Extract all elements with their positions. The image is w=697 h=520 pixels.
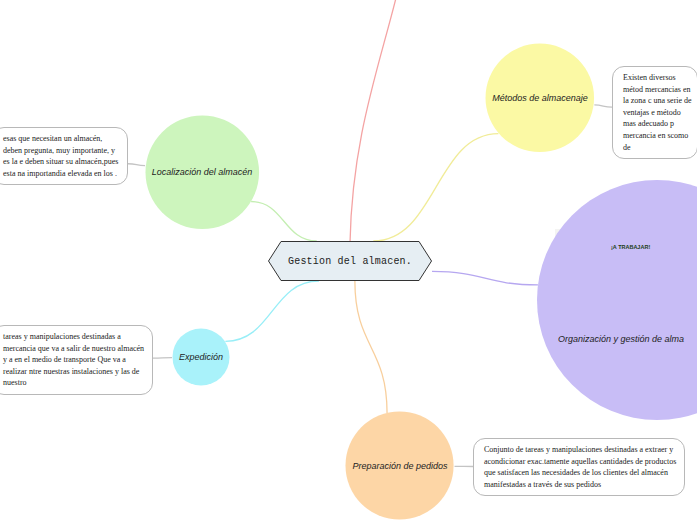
- circle-fill: [172, 328, 229, 385]
- topic-label: Preparación de pedidos: [352, 461, 447, 471]
- circle-fill: [145, 115, 259, 229]
- central-topic: Gestion del almacen.: [268, 241, 432, 281]
- note-text: tareas y manipulaciones destinadas a mer…: [3, 331, 148, 389]
- connector: [432, 271, 538, 284]
- note-box: Existen diversos métod mercancias en la …: [612, 66, 697, 159]
- topic-label: Métodos de almacenaje: [492, 93, 588, 103]
- connector: [455, 466, 473, 467]
- topic-label: Localización del almacén: [152, 167, 253, 177]
- connector: [594, 105, 612, 107]
- circle-fill: [486, 44, 595, 153]
- connector: [373, 134, 498, 241]
- topic-circle: Localización del almacén: [145, 115, 260, 230]
- circle-outline: [537, 180, 697, 420]
- note-text: esas que necesitan un almacén, deben pre…: [3, 133, 123, 179]
- topic-circle: Métodos de almacenaje: [485, 43, 595, 153]
- topic-label: Organización y gestión de alma: [558, 334, 684, 344]
- circle-fill: [346, 412, 454, 520]
- note-text: Conjunto de tareas y manipulaciones dest…: [484, 444, 680, 490]
- connector: [225, 281, 319, 341]
- topic-circle: Organización y gestión de alma: [537, 180, 697, 420]
- speech-text: ¡A TRABAJAR!: [611, 244, 650, 250]
- note-box: esas que necesitan un almacén, deben pre…: [0, 127, 128, 185]
- topic-label: Gestion del almacen.: [288, 256, 412, 267]
- topic-circle: Expedición: [172, 328, 230, 386]
- note-box: Conjunto de tareas y manipulaciones dest…: [473, 438, 685, 496]
- branch-line: [350, 0, 396, 243]
- connector: [355, 281, 387, 413]
- connector: [128, 164, 145, 166]
- topic-circle: Preparación de pedidos: [345, 411, 454, 520]
- circle-fill: [537, 180, 697, 420]
- connector: [153, 357, 172, 359]
- hexagon-fill: [268, 242, 431, 281]
- note-text: Existen diversos métod mercancias en la …: [623, 72, 693, 153]
- topic-label: Expedición: [179, 352, 223, 362]
- note-box: tareas y manipulaciones destinadas a mer…: [0, 325, 153, 395]
- connector: [251, 202, 317, 241]
